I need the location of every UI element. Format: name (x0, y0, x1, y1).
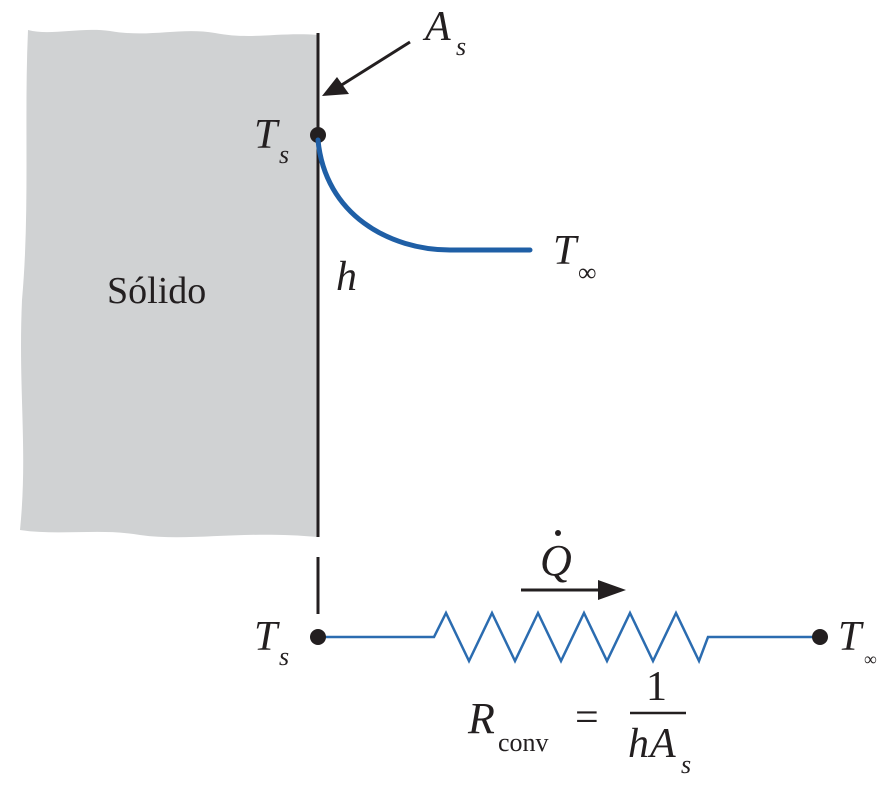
surface-temp-subscript-bottom: s (279, 642, 289, 671)
surface-area-arrow-head (322, 77, 349, 96)
convection-coefficient-label: h (336, 254, 357, 300)
qdot-dot (555, 530, 561, 536)
temperature-profile-curve (315, 137, 533, 253)
solid-label: Sólido (107, 270, 206, 312)
resistance-label: R (467, 694, 495, 743)
surface-temp-label-bottom: T (254, 614, 280, 660)
heat-rate-label: Q (540, 536, 572, 585)
surface-area-arrow-shaft (339, 40, 411, 88)
surface-temp-label-top: T (254, 112, 280, 158)
fraction-numerator: 1 (646, 664, 667, 710)
denominator-a: A (647, 721, 676, 767)
convection-resistor (318, 610, 820, 665)
heat-flow-arrow-head (598, 580, 626, 600)
ambient-temp-label-bottom: T (838, 614, 864, 660)
ambient-temp-node (812, 629, 828, 645)
ambient-temp-subscript: ∞ (578, 258, 597, 287)
surface-area-subscript: s (456, 32, 466, 61)
ambient-temp-subscript-bottom: ∞ (864, 649, 877, 669)
surface-temp-node-bottom (310, 629, 326, 645)
equals-sign: = (575, 695, 599, 741)
ambient-temp-label: T (553, 228, 579, 274)
surface-area-label: A (422, 4, 451, 50)
denominator-subscript: s (681, 750, 691, 779)
surface-temp-subscript-top: s (279, 140, 289, 169)
surface-temp-node-top (310, 127, 326, 143)
denominator-h: h (628, 721, 649, 767)
resistance-subscript: conv (498, 728, 549, 757)
solid-block (20, 29, 318, 538)
